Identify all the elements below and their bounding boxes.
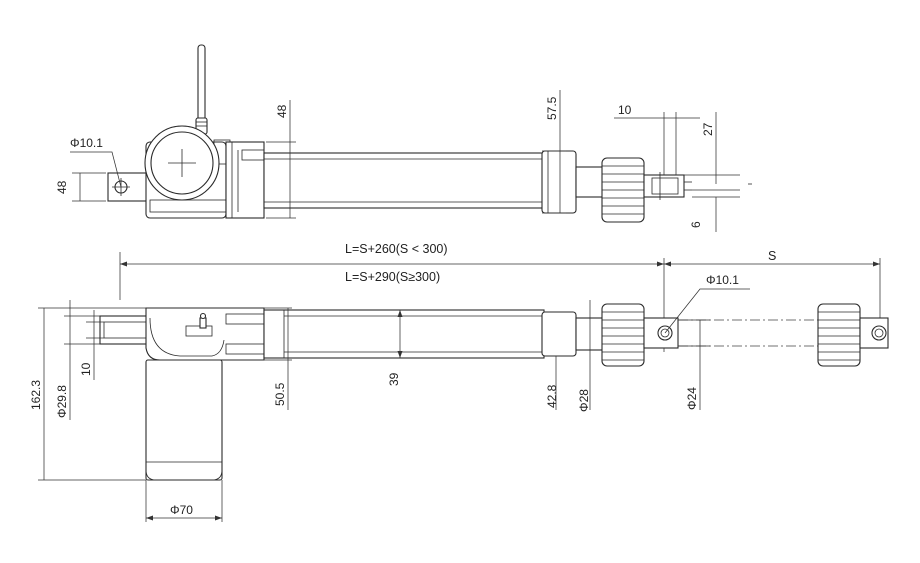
extended-nut-knurl (818, 311, 860, 361)
dim-rod-hole-diameter: Φ10.1 (706, 273, 739, 287)
dim-length-long: L=S+290(S≥300) (345, 270, 440, 284)
side-switch-knob (199, 317, 207, 329)
side-motor-cap (145, 461, 223, 481)
dim-top-hole-diameter: Φ10.1 (70, 136, 103, 150)
dim-housing-height: 50.5 (273, 382, 287, 406)
dim-tube-diameter: 39 (387, 372, 401, 386)
side-rear-clevis (99, 315, 149, 345)
antenna (197, 44, 206, 126)
leader-top-hole (70, 151, 122, 188)
dim-48-left: 48 (55, 180, 69, 194)
end-cap (541, 150, 577, 214)
side-nut-knurl (602, 311, 644, 361)
side-outer-tube (263, 309, 545, 359)
dim-rear-slot: 10 (79, 362, 93, 376)
dim-length-short: L=S+260(S < 300) (345, 242, 448, 256)
top-view: Φ10.1 48 48 57.5 10 27 6 (55, 44, 752, 232)
inner-rod (575, 166, 605, 198)
side-knurled-nut (601, 303, 645, 367)
extended-knurled-nut (817, 303, 861, 367)
dim-48-housing: 48 (275, 104, 289, 118)
side-rod-hole-inner (660, 328, 670, 338)
dim-stroke: S (768, 249, 776, 263)
side-gearbox (145, 307, 265, 361)
dim-10-top: 10 (618, 103, 632, 117)
side-gearbox-curve (149, 317, 225, 357)
side-switch-head (199, 312, 207, 320)
clevis-slot (651, 177, 679, 195)
side-switch (185, 325, 213, 337)
extended-rod-hole-inner (874, 328, 884, 338)
dim-end-cap: 42.8 (545, 384, 559, 408)
dim-27: 27 (701, 122, 715, 136)
dim-6: 6 (689, 221, 703, 228)
dim-57-5: 57.5 (545, 96, 559, 120)
extended-rod-hole (871, 325, 887, 341)
side-end-cap (541, 311, 577, 357)
dim-rear-clevis-diameter: Φ29.8 (55, 385, 69, 418)
dim-rod-diameter: Φ24 (685, 387, 699, 410)
outer-tube (263, 152, 545, 209)
dim-total-height: 162.3 (29, 380, 43, 410)
nut-knurl (602, 165, 644, 215)
dim-motor-diameter: Φ70 (170, 503, 193, 517)
dim-nut-diameter: Φ28 (577, 389, 591, 412)
side-view: L=S+260(S < 300) L=S+290(S≥300) S (29, 242, 889, 522)
leader-rod-hole (664, 288, 750, 334)
